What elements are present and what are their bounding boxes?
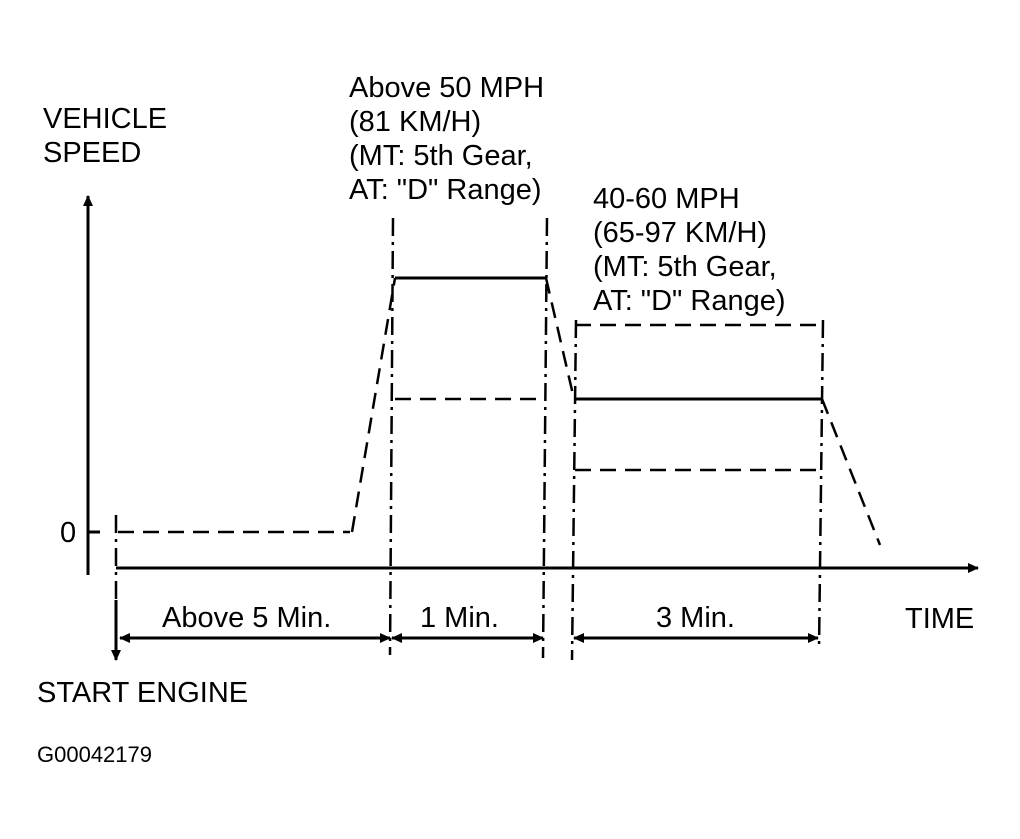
stage2-label-line2: (65-97 KM/H) [593,217,767,249]
high-cruise-duration-label: 1 Min. [420,602,499,634]
boundary-high-start [388,217,395,656]
stage2-label-line3: (MT: 5th Gear, [593,251,777,283]
final-deceleration [820,398,882,546]
y-axis-label-line1: VEHICLE [43,103,167,135]
boundary-high-end [541,217,549,659]
acceleration-ramp [350,277,397,533]
zero-label: 0 [60,517,76,549]
boundary-range-start [570,319,578,661]
stage1-label-line2: (81 KM/H) [349,106,481,138]
range-duration-label: 3 Min. [656,602,735,634]
start-engine-label: START ENGINE [37,677,248,709]
stage2-label-line4: AT: "D" Range) [593,285,786,317]
figure-id: G00042179 [37,742,152,767]
stage1-label-line3: (MT: 5th Gear, [349,140,533,172]
stage2-label-line1: 40-60 MPH [593,183,740,215]
stage1-label-line4: AT: "D" Range) [349,174,542,206]
deceleration-ramp [544,277,576,400]
x-axis-label: TIME [905,603,974,635]
boundary-range-end [817,319,825,651]
stage1-label-line1: Above 50 MPH [349,72,544,104]
y-axis-label-line2: SPEED [43,137,141,169]
warmup-duration-label: Above 5 Min. [162,602,331,634]
